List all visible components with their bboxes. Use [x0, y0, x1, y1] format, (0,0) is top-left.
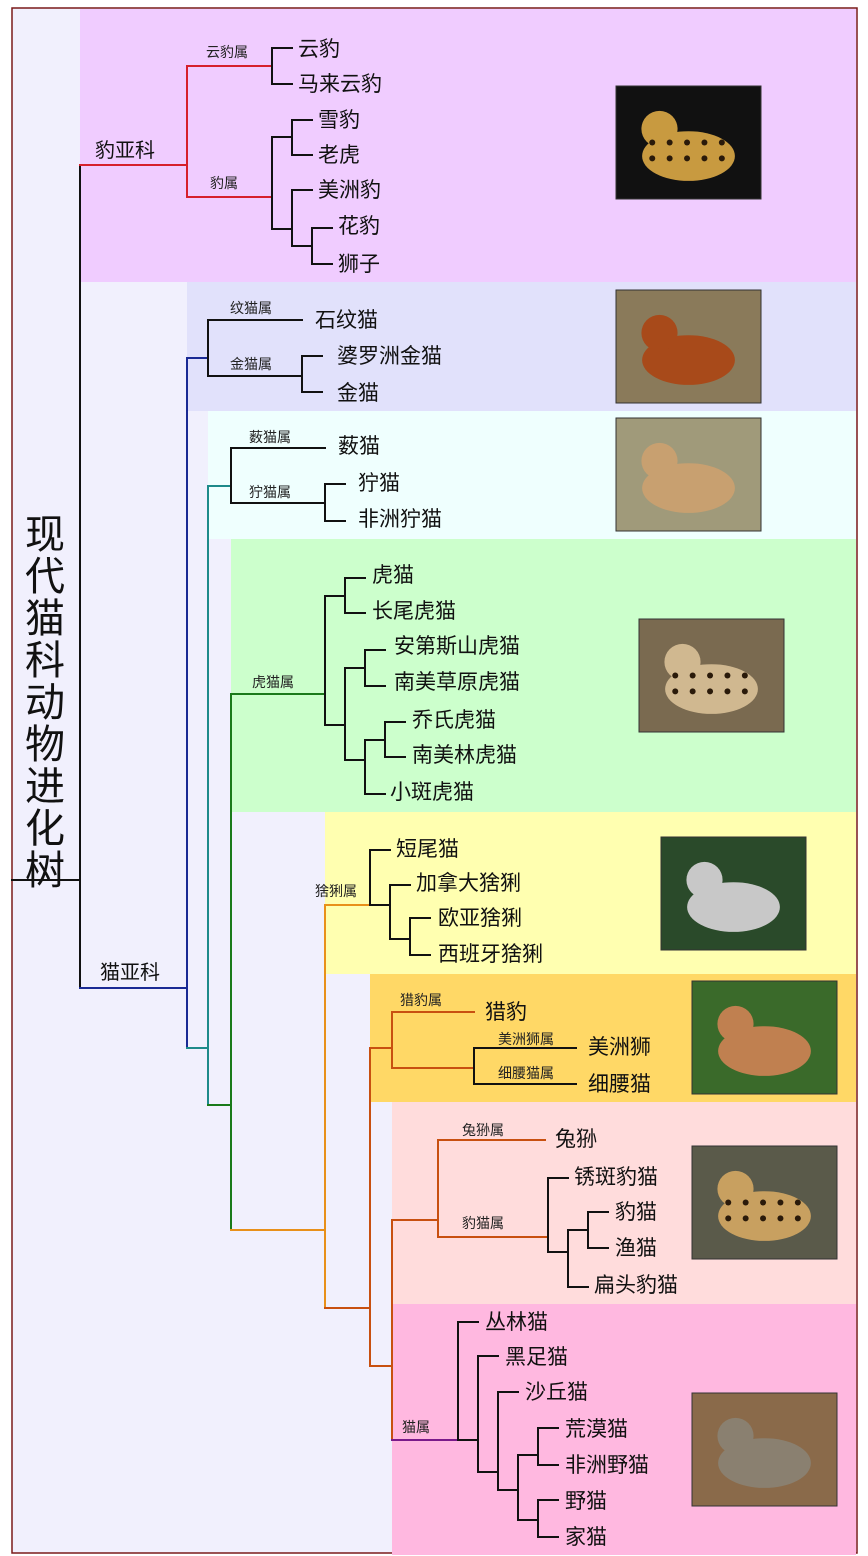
genus-label-felis: 猫属 [402, 1420, 430, 1436]
species-label-caracal-0: 薮猫 [338, 434, 380, 458]
branch-felis-a [457, 1321, 479, 1441]
species-label-ocelot-4: 乔氏虎猫 [412, 708, 496, 732]
species-label-lynx-0: 短尾猫 [396, 837, 459, 861]
species-label-pantherinae-0: 云豹 [298, 37, 340, 61]
species-label-leopard-cat-3: 渔猫 [615, 1236, 657, 1260]
subfamily-label-felinae: 猫亚科 [100, 960, 160, 984]
leopard-cat-photo [691, 1145, 838, 1260]
branch-felis-f [537, 1499, 559, 1538]
species-label-pantherinae-3: 老虎 [318, 143, 360, 167]
branch-prionailurus-a [547, 1177, 569, 1253]
branch-prionailurus-b [567, 1229, 589, 1288]
species-label-felis-2: 沙丘猫 [525, 1380, 588, 1404]
species-label-felis-4: 非洲野猫 [565, 1453, 649, 1477]
branch-leopardus-e [364, 739, 386, 795]
bay-cat-photo [615, 289, 762, 404]
species-label-lynx-3: 西班牙猞猁 [438, 942, 543, 966]
species-label-leopard-cat-1: 锈斑豹猫 [574, 1165, 658, 1189]
species-label-bay-cat-2: 金猫 [337, 381, 379, 405]
branch-clouded-leopards [271, 47, 293, 85]
species-label-puma-1: 美洲狮 [588, 1035, 651, 1059]
diagram-title: 现代猫科动物进化树 [25, 512, 65, 894]
caracal-photo [615, 417, 762, 532]
genus-label-herpailurus: 细腰猫属 [498, 1066, 554, 1082]
branch-leopardus-d [364, 649, 386, 687]
species-label-ocelot-3: 南美草原虎猫 [394, 670, 520, 694]
branch-prionailurus-c [587, 1211, 609, 1249]
genus-label-leptailurus: 薮猫属 [249, 430, 291, 446]
branch-caracal-genera [230, 447, 326, 504]
genus-label-catopuma: 金猫属 [230, 357, 272, 373]
branch-catopuma [301, 355, 323, 393]
branch-felis-b [477, 1355, 499, 1473]
species-label-pantherinae-4: 美洲豹 [318, 178, 381, 202]
species-label-leopard-cat-2: 豹猫 [615, 1200, 657, 1224]
species-label-caracal-2: 非洲狞猫 [358, 507, 442, 531]
species-label-puma-2: 细腰猫 [588, 1072, 651, 1096]
branch-root [11, 164, 81, 989]
branch-felis-d [517, 1454, 539, 1521]
genus-label-leopardus: 虎猫属 [252, 675, 294, 691]
lynx-photo [660, 836, 807, 951]
genus-label-prionailurus: 豹猫属 [462, 1216, 504, 1232]
species-label-felis-3: 荒漠猫 [565, 1417, 628, 1441]
genus-label-clouded: 云豹属 [206, 45, 248, 61]
branch-lynx-c [409, 917, 431, 956]
species-label-ocelot-6: 小斑虎猫 [390, 780, 474, 804]
species-label-felis-1: 黑足猫 [505, 1345, 568, 1369]
genus-label-panthera: 豹属 [210, 176, 238, 192]
species-label-pantherinae-6: 狮子 [338, 252, 380, 276]
branch-lynx-b [389, 884, 411, 940]
branch-leopardus-a [324, 595, 346, 726]
branch-leopardus-b [344, 577, 366, 614]
species-label-leopard-cat-4: 扁头豹猫 [594, 1273, 678, 1297]
branch-bay-cat-genera [207, 319, 303, 377]
branch-puma-species [473, 1047, 577, 1085]
species-label-ocelot-1: 长尾虎猫 [372, 599, 456, 623]
species-label-bay-cat-0: 石纹猫 [315, 308, 378, 332]
genus-label-acinonyx: 猎豹属 [400, 993, 442, 1009]
branch-panthera-genera [186, 65, 273, 198]
wildcat-photo [691, 1392, 838, 1507]
species-label-ocelot-0: 虎猫 [372, 563, 414, 587]
species-label-puma-0: 猎豹 [485, 1000, 527, 1024]
species-label-bay-cat-1: 婆罗洲金猫 [337, 344, 442, 368]
branch-lynx-a [369, 849, 391, 906]
species-label-caracal-1: 狞猫 [358, 471, 400, 495]
branch-puma-genera [391, 1011, 475, 1069]
branch-panthera-b [271, 189, 333, 265]
genus-label-puma: 美洲狮属 [498, 1032, 554, 1048]
branch-felis-e [537, 1427, 559, 1466]
species-label-felis-5: 野猫 [565, 1489, 607, 1513]
species-label-pantherinae-1: 马来云豹 [298, 72, 382, 96]
genus-label-otocolobus: 兔狲属 [462, 1123, 504, 1139]
branch-leopardus-f [384, 721, 406, 758]
genus-label-lynx: 猞猁属 [315, 884, 357, 900]
genus-label-caracal: 狞猫属 [249, 485, 291, 501]
branch-leopard-cat-genera [437, 1139, 549, 1238]
species-label-felis-6: 家猫 [565, 1525, 607, 1549]
species-label-ocelot-5: 南美林虎猫 [412, 743, 517, 767]
species-label-lynx-1: 加拿大猞猁 [416, 871, 521, 895]
subfamily-label-pantherinae: 豹亚科 [95, 138, 155, 162]
species-label-leopard-cat-0: 兔狲 [555, 1127, 597, 1151]
species-label-lynx-2: 欧亚猞猁 [438, 906, 522, 930]
species-label-felis-0: 丛林猫 [485, 1310, 548, 1334]
branch-caracal-species [324, 483, 346, 522]
leopard-photo [615, 85, 762, 200]
branch-felis-c [497, 1391, 519, 1491]
species-label-pantherinae-2: 雪豹 [318, 108, 360, 132]
genus-label-pardofelis: 纹猫属 [230, 301, 272, 317]
branch-leopardus-c [344, 667, 366, 761]
ocelot-photo [638, 618, 785, 733]
species-label-ocelot-2: 安第斯山虎猫 [394, 634, 520, 658]
species-label-pantherinae-5: 花豹 [338, 214, 380, 238]
puma-photo [691, 980, 838, 1095]
branch-panthera-a [271, 119, 313, 230]
